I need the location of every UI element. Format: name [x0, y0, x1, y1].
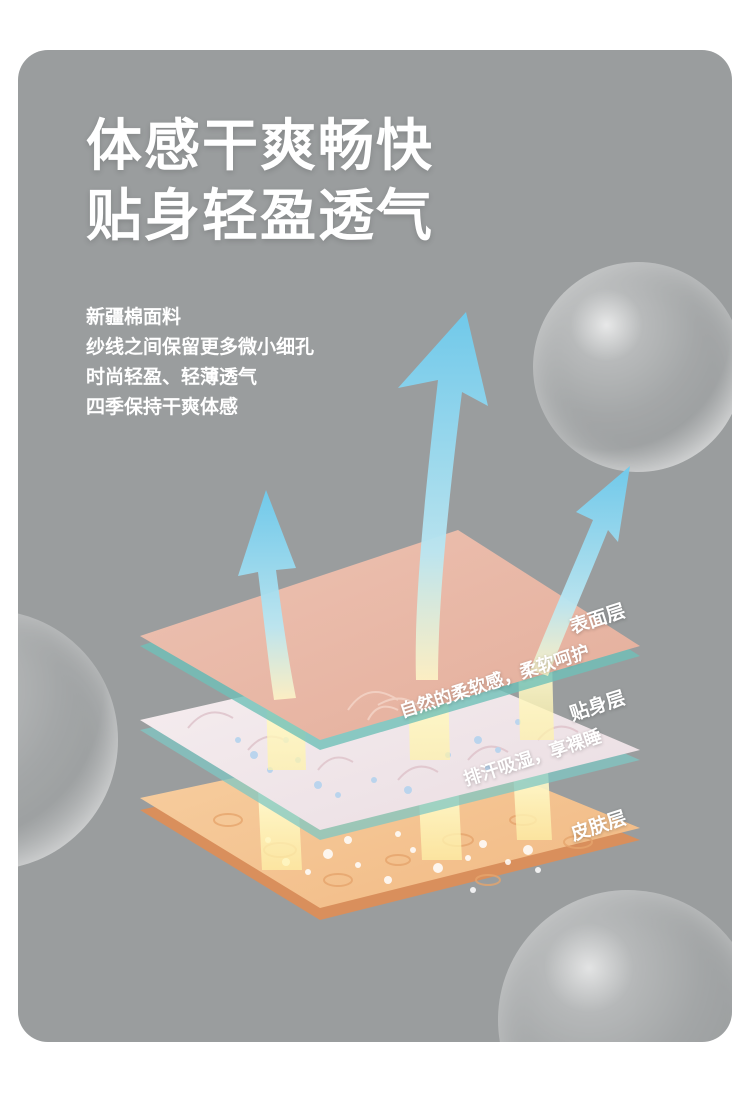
description-line-3: 时尚轻盈、轻薄透气 — [86, 366, 258, 388]
fabric-layers-illustration — [140, 312, 640, 920]
breathability-arrows — [238, 312, 630, 700]
headline: 体感干爽畅快 贴身轻盈透气 — [86, 112, 434, 252]
description-line-4: 四季保持干爽体感 — [86, 396, 239, 418]
surface-layer — [140, 530, 640, 750]
headline-line-1: 体感干爽畅快 — [86, 114, 434, 179]
description-line-2: 纱线之间保留更多微小细孔 — [86, 336, 315, 358]
bubble-right-top — [533, 262, 732, 472]
product-card: 体感干爽畅快 贴身轻盈透气 新疆棉面料 纱线之间保留更多微小细孔 时尚轻盈、轻薄… — [18, 50, 732, 1042]
headline-line-2: 贴身轻盈透气 — [86, 184, 434, 249]
description-line-1: 新疆棉面料 — [86, 306, 182, 328]
description: 新疆棉面料 纱线之间保留更多微小细孔 时尚轻盈、轻薄透气 四季保持干爽体感 — [86, 302, 314, 422]
